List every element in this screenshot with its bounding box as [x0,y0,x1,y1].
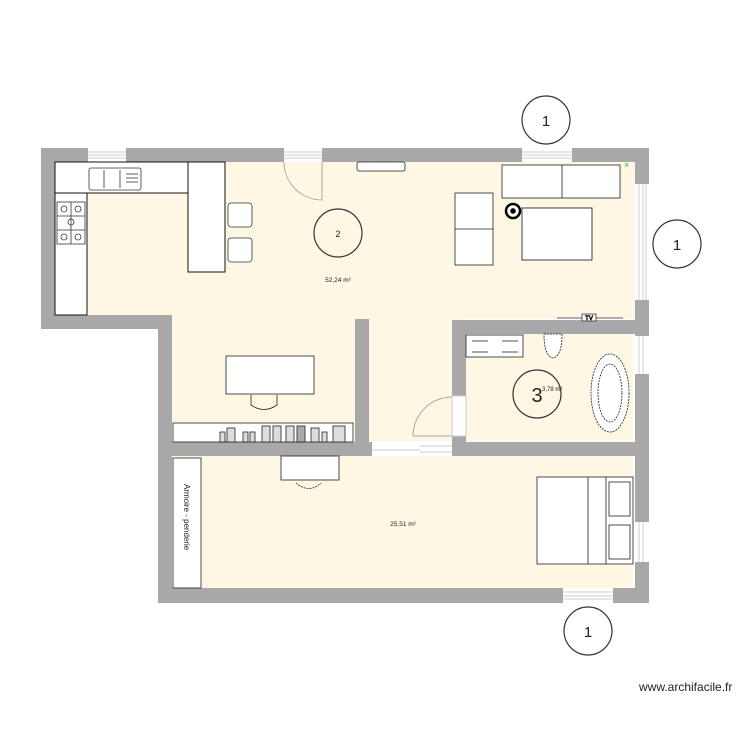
marker-bottom[interactable]: 1 [563,606,613,656]
doors [283,161,467,456]
double-vanity[interactable] [465,334,524,358]
bedroom-furniture: Armoire - penderie [172,455,634,589]
room-number-2: 2 [335,229,340,239]
wardrobe-label: Armoire - penderie [182,484,191,551]
desk-chair[interactable] [250,395,278,410]
toilet-icon[interactable] [543,333,563,359]
wall-left-upper[interactable] [41,148,55,328]
watermark[interactable]: www.archifacile.fr [639,680,733,694]
desk[interactable] [225,355,315,395]
double-bed[interactable] [536,476,634,565]
floor-living-lower[interactable] [172,319,464,441]
window-bedroom-bottom[interactable] [563,588,613,603]
marker-right[interactable]: 1 [652,219,702,269]
bathroom-furniture [465,333,630,433]
sideboard[interactable] [356,161,406,172]
room-area-bathroom: 3,78 m² [542,387,562,393]
marker-top[interactable]: 1 [521,95,571,145]
door-entrance[interactable] [283,161,323,201]
tv-label: TV [585,316,593,322]
wall-bottom[interactable] [158,588,649,603]
wall-top[interactable] [41,148,649,162]
living-furniture: TV × [356,160,629,322]
windows [88,148,649,603]
kitchen [54,161,253,316]
stove-icon[interactable] [56,201,86,245]
coffee-table[interactable] [521,207,593,261]
floor-lamp-icon[interactable] [504,202,522,220]
sink-icon[interactable] [88,167,142,191]
room-marker-3[interactable]: 3 [512,369,562,419]
desk-area [172,355,354,443]
wall-left-lower[interactable] [158,315,172,603]
bar-stool-1[interactable] [227,202,253,228]
corner-marker-x[interactable]: × [624,160,629,170]
window-bedroom-right[interactable] [635,522,649,562]
wardrobe[interactable]: Armoire - penderie [172,457,202,589]
kitchen-island[interactable] [187,161,226,273]
room-area-living: 52,24 m² [325,277,351,284]
room-number-3: 3 [531,385,542,407]
elevation-markers: 1 1 1 [521,95,702,656]
wall-partition-vertical[interactable] [355,319,369,442]
tv-unit[interactable]: TV [557,313,623,322]
marker-right-label: 1 [673,237,681,254]
window-door-top[interactable] [284,148,322,162]
wall-bathroom-top[interactable] [452,320,649,334]
door-bedroom[interactable] [372,442,452,456]
marker-bottom-label: 1 [584,624,592,641]
window-kitchen-top[interactable] [88,148,126,162]
window-living-right[interactable] [635,184,649,300]
door-bathroom[interactable] [412,395,467,437]
room-marker-2[interactable]: 2 [313,208,363,258]
room-labels: 2 52,24 m² 3 3,78 m² 25,51 m² [313,208,562,528]
walls [41,148,649,603]
bathtub-icon[interactable] [590,353,630,433]
sofa-left[interactable] [454,192,494,266]
sofa-top[interactable] [501,164,621,199]
counter-top[interactable] [54,161,189,194]
bedroom-desk[interactable] [280,455,340,489]
room-area-bedroom: 25,51 m² [390,521,416,528]
bar-stool-2[interactable] [227,237,253,263]
window-bathroom-right[interactable] [635,336,649,374]
marker-top-label: 1 [542,113,550,130]
wall-step-horizontal[interactable] [41,315,172,329]
books-icon[interactable] [219,425,346,443]
window-living-top[interactable] [522,148,572,162]
